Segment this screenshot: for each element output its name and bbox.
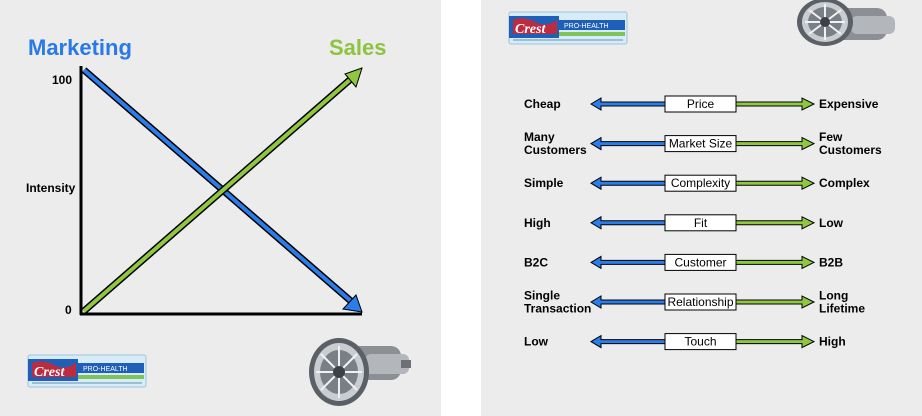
left-extreme-label: Customers [524, 143, 587, 157]
dimension-box [664, 333, 737, 351]
left-extreme-label: Low [524, 335, 549, 349]
dimension-label: Customer [674, 255, 726, 269]
right-arrow [735, 215, 816, 230]
right-arrow [735, 136, 816, 151]
spectrum-row: Touch Low High [524, 333, 846, 351]
dimension-box [664, 253, 737, 271]
left-arrow [590, 97, 666, 111]
marketing-title: Marketing [28, 35, 132, 60]
dimension-label: Price [687, 97, 715, 111]
dimension-box [664, 293, 737, 311]
right-extreme-label: High [819, 335, 846, 349]
sales-line [81, 67, 363, 314]
dimension-label: Market Size [669, 137, 733, 151]
y-axis-min-label: 0 [65, 303, 72, 317]
marketing-line-fill [82, 68, 354, 304]
left-extreme-label: Simple [524, 176, 564, 190]
left-extreme-label: Cheap [524, 97, 561, 111]
spectrum-row: Fit High Low [524, 214, 844, 232]
left-extreme-label: Transaction [524, 302, 591, 316]
crest-toothpaste-image: Crest PRO-HEALTH [508, 11, 628, 45]
right-arrow [735, 255, 816, 270]
svg-text:PRO-HEALTH: PRO-HEALTH [564, 23, 609, 30]
sales-line-fill [82, 76, 354, 313]
right-extreme-label: Customers [819, 143, 882, 157]
sales-title: Sales [329, 35, 387, 60]
right-extreme-label: B2B [819, 255, 843, 269]
sales-arrowhead [344, 67, 363, 89]
y-axis-max-label: 100 [52, 73, 72, 87]
right-extreme-label: Few [819, 130, 843, 144]
dimension-label: Complexity [671, 176, 730, 190]
left-arrow [590, 255, 666, 270]
dimension-box [664, 214, 737, 232]
dimension-label: Touch [684, 335, 716, 349]
crest-toothpaste-image: Crest PRO-HEALTH [27, 354, 147, 388]
dimension-box [664, 174, 737, 192]
marketing-vs-sales-slide: Marketing Sales 100 Intensity 0 Crest [0, 0, 441, 416]
left-extreme-label: Single [524, 289, 560, 303]
right-extreme-label: Lifetime [819, 302, 865, 316]
right-arrow [735, 295, 816, 309]
spectrum-row: Complexity Simple Complex [524, 174, 870, 192]
dimension-box [664, 95, 737, 113]
right-arrow [735, 176, 816, 191]
spectrum-diagram: Crest PRO-HEALTH Price Cheap ExpensiveMark… [508, 0, 895, 351]
spectrum-row: Price Cheap Expensive [524, 95, 879, 113]
marketing-line [81, 67, 363, 313]
left-extreme-label: B2C [524, 255, 548, 269]
left-arrow [590, 215, 666, 230]
dimension-label: Relationship [667, 295, 733, 309]
left-arrow [590, 176, 666, 191]
right-extreme-label: Low [819, 216, 844, 230]
right-extreme-label: Long [819, 289, 848, 303]
right-arrow [735, 334, 816, 349]
intensity-diagram: Marketing Sales 100 Intensity 0 Crest [26, 35, 411, 406]
svg-text:Crest: Crest [515, 22, 546, 37]
right-arrow [735, 97, 816, 111]
right-extreme-label: Expensive [819, 97, 879, 111]
marketing-arrowhead [341, 294, 363, 313]
svg-text:Crest: Crest [34, 365, 65, 380]
dimension-box [664, 135, 737, 153]
left-arrow [590, 136, 666, 151]
right-extreme-label: Complex [819, 176, 870, 190]
left-extreme-label: Many [524, 130, 555, 144]
spectrum-row: Customer B2C B2B [524, 253, 843, 271]
left-extreme-label: High [524, 216, 551, 230]
left-arrow [590, 295, 666, 309]
svg-text:PRO-HEALTH: PRO-HEALTH [83, 366, 128, 373]
jet-engine-image [309, 338, 411, 406]
jet-engine-image [797, 0, 895, 46]
left-arrow [590, 334, 666, 349]
dimension-label: Fit [694, 216, 708, 230]
y-axis-title: Intensity [26, 181, 76, 195]
